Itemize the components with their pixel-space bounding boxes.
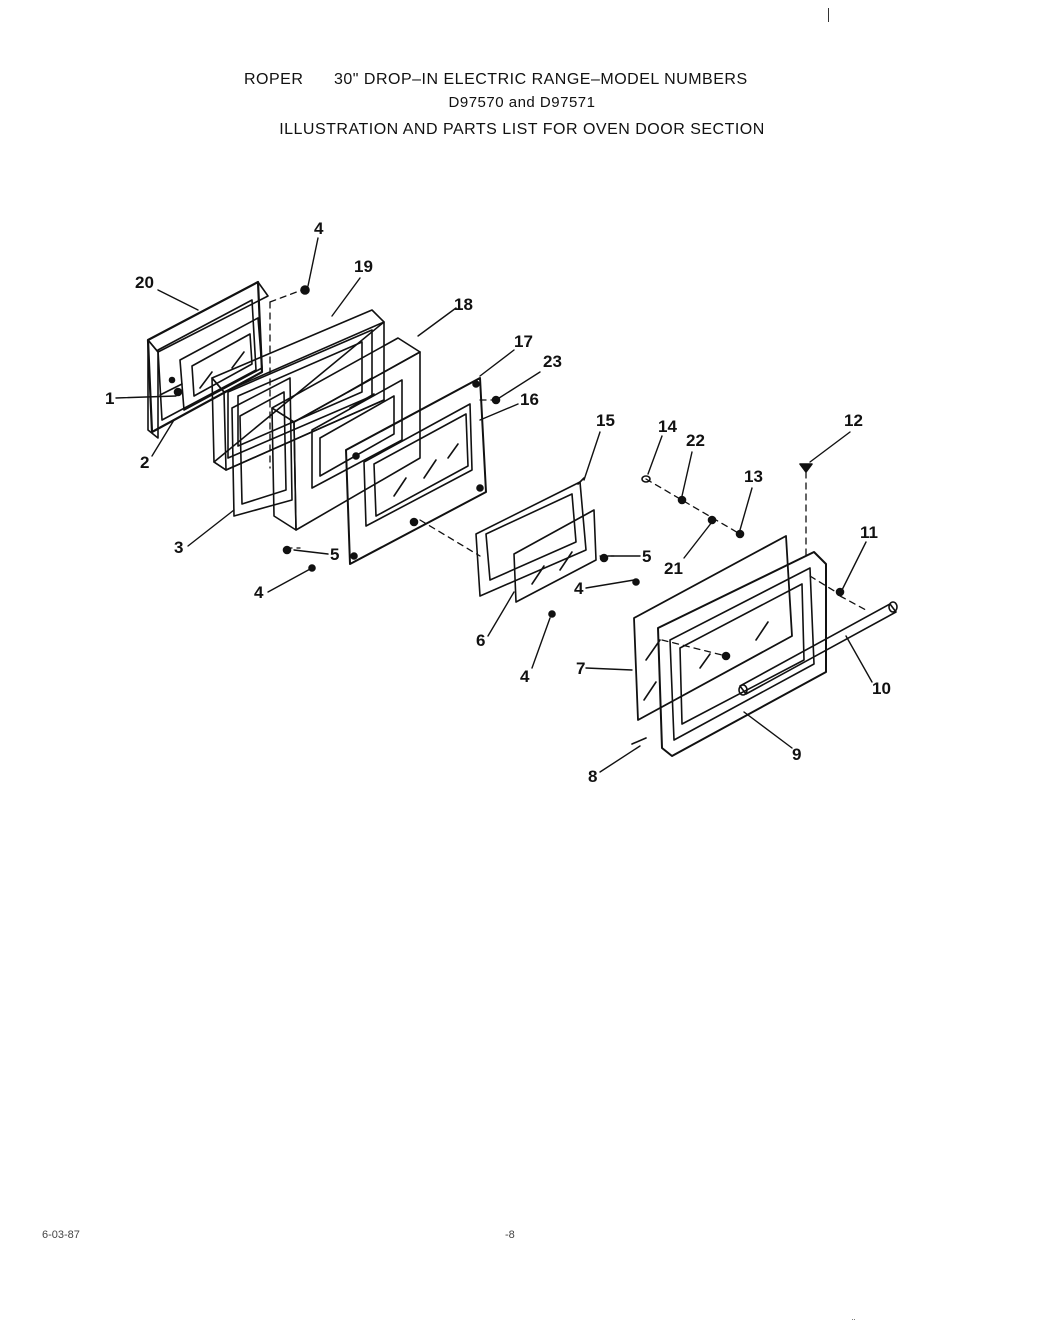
footer-date: 6-03-87 — [42, 1229, 80, 1241]
callout-4-left: 4 — [254, 583, 264, 602]
callout-14: 14 — [658, 417, 677, 436]
part-inner-door-liner — [146, 280, 269, 439]
callout-10: 10 — [872, 679, 891, 698]
assembly-dashed-lines — [269, 289, 867, 657]
callout-20: 20 — [135, 273, 154, 292]
callout-13: 13 — [744, 467, 763, 486]
model-numbers: D97570 and D97571 — [448, 94, 596, 111]
leader-lines — [115, 237, 873, 773]
part-window-frame — [475, 477, 587, 597]
callout-4-bottom: 4 — [520, 667, 530, 686]
part-middle-door-panel — [345, 377, 501, 565]
callout-6: 6 — [476, 631, 485, 650]
part-window-glass — [513, 509, 597, 603]
part-outer-door-frame — [657, 551, 827, 757]
callout-4-top: 4 — [314, 219, 324, 238]
part-door-handle — [738, 601, 898, 696]
brand-name: ROPER — [244, 71, 304, 88]
callout-17: 17 — [514, 332, 533, 351]
callout-4-right: 4 — [574, 579, 584, 598]
part-insulation-pad — [231, 377, 293, 517]
callout-15: 15 — [596, 411, 615, 430]
callout-12: 12 — [844, 411, 863, 430]
callout-19: 19 — [354, 257, 373, 276]
callout-23: 23 — [543, 352, 562, 371]
page-number: -8 — [505, 1229, 515, 1241]
page-title: 30" DROP–IN ELECTRIC RANGE–MODEL NUMBERS — [334, 71, 748, 88]
scan-mark: ¨ — [852, 1318, 856, 1329]
callout-11: 11 — [860, 523, 878, 542]
part-door-box — [271, 337, 421, 531]
callout-2: 2 — [140, 453, 149, 472]
corner-mark — [828, 8, 829, 22]
section-title: ILLUSTRATION AND PARTS LIST FOR OVEN DOO… — [279, 121, 765, 138]
callout-21: 21 — [664, 559, 683, 578]
callout-16: 16 — [520, 390, 539, 409]
callout-1: 1 — [105, 389, 114, 408]
callout-22: 22 — [686, 431, 705, 450]
callout-9: 9 — [792, 745, 801, 764]
callout-3: 3 — [174, 538, 183, 557]
callout-8: 8 — [588, 767, 597, 786]
callout-5-left: 5 — [330, 545, 339, 564]
callout-7: 7 — [576, 659, 585, 678]
part-door-gasket-frame — [211, 309, 385, 471]
callout-labels: 20 4 19 18 17 23 16 1 2 3 5 4 15 14 22 1… — [105, 219, 891, 786]
callout-5-right: 5 — [642, 547, 651, 566]
callout-18: 18 — [454, 295, 473, 314]
